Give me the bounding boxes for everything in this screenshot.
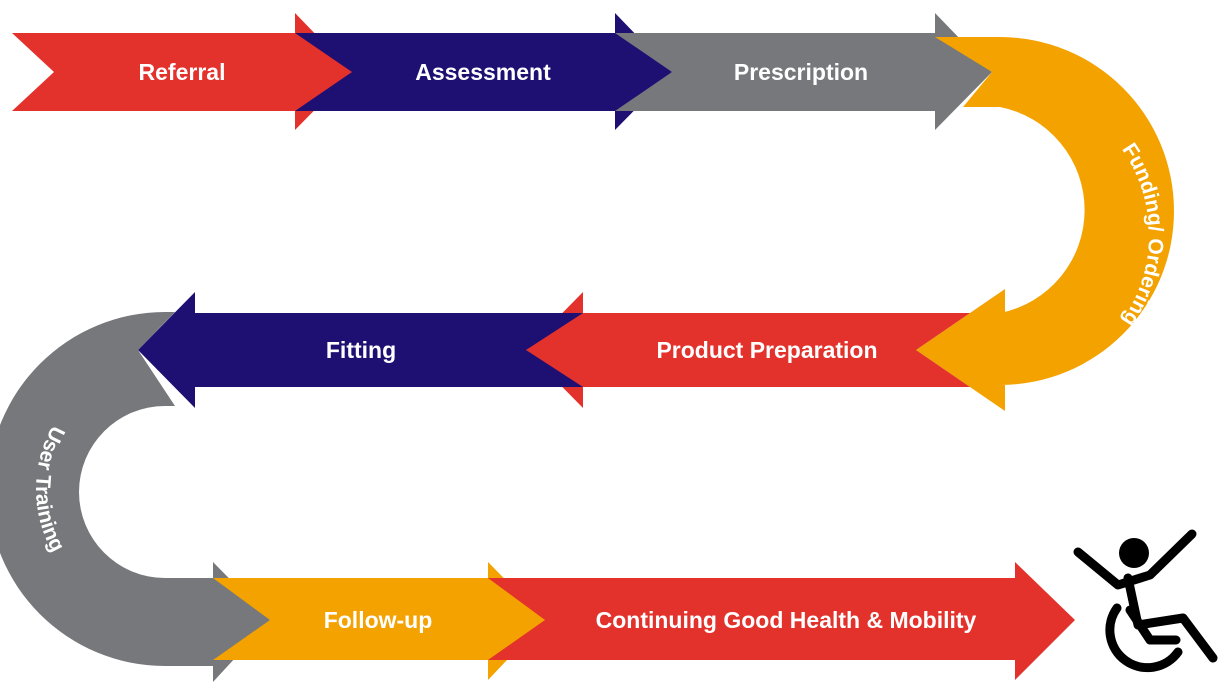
step-label-product-preparation: Product Preparation xyxy=(656,337,877,363)
wheelchair-user-head xyxy=(1119,538,1149,568)
step-arrow-referral xyxy=(12,13,352,130)
step-label-assessment: Assessment xyxy=(415,59,551,85)
step-arrow-funding-ordering xyxy=(916,37,1174,411)
step-label-referral: Referral xyxy=(139,59,226,85)
step-arrow-continuing xyxy=(488,562,1075,680)
wheelchair-user-body xyxy=(1123,573,1218,663)
step-arrow-assessment xyxy=(295,13,672,130)
step-arrow-user-training xyxy=(0,312,270,682)
step-arrow-prescription xyxy=(615,13,992,130)
wheelchair-wheel xyxy=(1105,603,1183,673)
step-arrow-product-preparation xyxy=(526,292,970,408)
step-label-follow-up: Follow-up xyxy=(324,607,433,633)
step-arrow-fitting xyxy=(138,292,583,408)
step-label-continuing: Continuing Good Health & Mobility xyxy=(596,607,977,633)
wheelchair-frame xyxy=(1125,605,1181,645)
wheelchair-user-icon xyxy=(1073,529,1218,673)
step-arrow-follow-up xyxy=(213,562,545,680)
step-label-prescription: Prescription xyxy=(734,59,868,85)
step-label-fitting: Fitting xyxy=(326,337,396,363)
wheelchair-user-arms xyxy=(1073,529,1197,590)
